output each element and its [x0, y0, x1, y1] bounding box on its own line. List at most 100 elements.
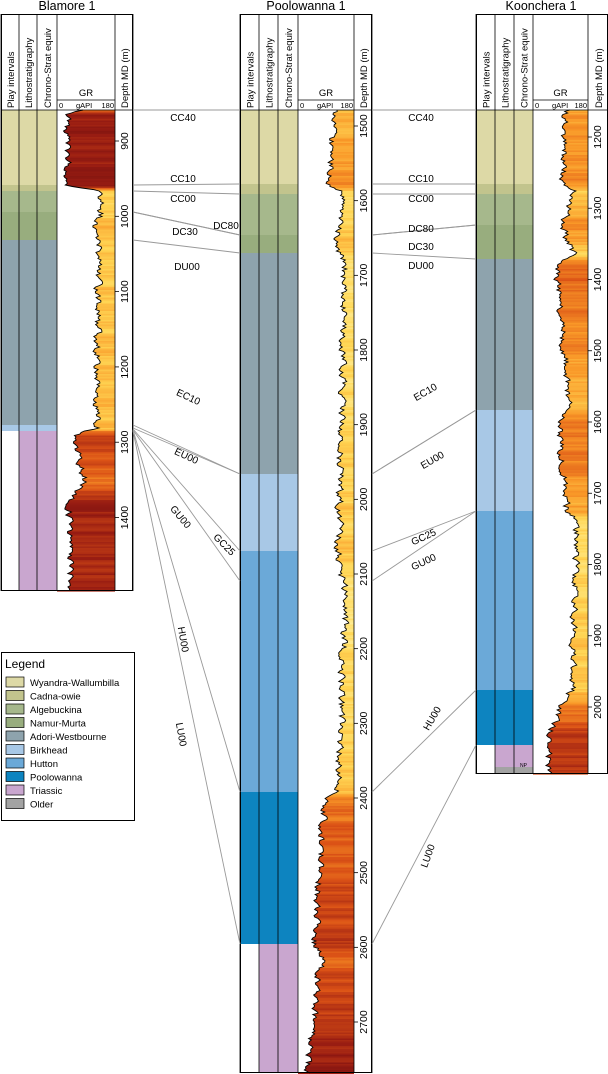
- gr-fill-band: [533, 470, 588, 472]
- gr-fill-band: [298, 860, 354, 862]
- unit-adori-chrono: [37, 240, 57, 425]
- gr-fill-band: [298, 962, 354, 964]
- gr-fill-band: [298, 933, 354, 936]
- gr-fill-band: [57, 489, 115, 492]
- legend-swatch-older: [5, 798, 25, 809]
- gr-fill-band: [57, 183, 115, 186]
- gr-fill-band: [298, 810, 354, 813]
- gr-fill-band: [57, 500, 115, 502]
- header-gr: GR: [79, 88, 93, 99]
- depth-tick-label: 2500: [358, 861, 370, 885]
- gr-fill-band: [57, 527, 115, 529]
- unit-birkhead-play: [476, 410, 495, 511]
- well-frame: [240, 14, 372, 1073]
- gr-fill-band: [57, 434, 115, 436]
- gr-fill-band: [298, 839, 354, 841]
- gr-fill-band: [57, 461, 115, 463]
- gr-fill-band: [298, 1028, 354, 1030]
- gr-fill-band: [57, 173, 115, 175]
- gr-fill-band: [298, 905, 354, 907]
- depth-tick-label: 1100: [119, 280, 131, 303]
- gr-fill-band: [57, 437, 115, 439]
- gr-fill-band: [298, 821, 354, 823]
- gr-fill-band: [57, 473, 115, 475]
- depth-tick-label: 2100: [358, 562, 370, 586]
- surface-line-gc25-left: [132, 429, 241, 582]
- gr-fill-band: [57, 147, 115, 150]
- gr-fill-band: [298, 1067, 354, 1069]
- legend-item-label: Poolowanna: [30, 773, 83, 784]
- gr-fill-band: [57, 582, 115, 585]
- unit-birkhead-litho: [259, 474, 278, 551]
- gr-fill-band: [533, 725, 588, 727]
- gr-fill-band: [57, 497, 115, 499]
- legend-swatch-algebuckina: [5, 703, 25, 715]
- gr-fill-band: [57, 180, 115, 183]
- gr-fill-band: [298, 872, 354, 874]
- depth-tick-label: 1700: [358, 263, 370, 287]
- gr-fill-band: [298, 939, 354, 942]
- gr-fill-band: [298, 966, 354, 969]
- gr-fill-band: [533, 311, 588, 313]
- np-label: NP: [520, 763, 528, 769]
- gr-fill-band: [298, 812, 354, 814]
- gr-fill-band: [533, 731, 588, 733]
- gr-fill-band: [57, 533, 115, 535]
- gr-fill-band: [533, 740, 588, 742]
- depth-tick-label: 2000: [358, 487, 370, 511]
- gr-fill-band: [57, 572, 115, 574]
- gr-fill-band: [57, 138, 115, 141]
- surface-line-gu00-right: [371, 510, 477, 582]
- gr-fill-band: [57, 507, 115, 510]
- header-litho: Lithostratigraphy: [265, 38, 276, 108]
- unit-poolowanna-chrono: [514, 690, 533, 745]
- gr-fill-band: [298, 842, 354, 844]
- legend-title: Legend: [5, 657, 45, 671]
- gr-fill-band: [298, 1019, 354, 1021]
- gr-fill-band: [298, 1070, 354, 1072]
- unit-birkhead-play: [240, 474, 259, 551]
- gr-fill-band: [57, 182, 115, 184]
- gr-fill-band: [298, 918, 354, 921]
- gr-fill-band: [298, 1011, 354, 1014]
- legend-swatch-poolowanna: [5, 771, 25, 782]
- unit-adori-litho: [19, 240, 37, 425]
- gr-fill-band: [57, 441, 115, 444]
- gr-fill-band: [298, 870, 354, 873]
- gr-fill-band: [57, 458, 115, 460]
- unit-triassic-play: [476, 745, 495, 767]
- gr-fill-band: [533, 284, 588, 286]
- gr-fill-band: [298, 984, 354, 987]
- gr-fill-band: [533, 756, 588, 759]
- gr-curve: [544, 109, 581, 774]
- header-litho: Lithostratigraphy: [501, 38, 512, 108]
- gr-fill-band: [57, 519, 115, 522]
- gr-fill-band: [298, 1016, 354, 1018]
- gr-fill-band: [298, 848, 354, 850]
- gr-fill-band: [57, 131, 115, 133]
- gr-fill-band: [57, 168, 115, 171]
- depth-tick-label: 1000: [119, 204, 131, 228]
- unit-wyandra-chrono: [37, 110, 57, 185]
- gr-fill-band: [57, 569, 115, 571]
- gr-fill-band: [57, 545, 115, 547]
- well-title: Blamore 1: [39, 0, 96, 13]
- surface-label-eu00: EU00: [419, 450, 447, 472]
- gr-fill-band: [298, 951, 354, 954]
- gr-fill-band: [533, 716, 588, 718]
- gr-fill-band: [298, 956, 354, 958]
- gr-fill-band: [57, 111, 115, 114]
- gr-fill-band: [298, 827, 354, 829]
- gr-fill-band: [57, 483, 115, 486]
- gr-fill-band: [298, 902, 354, 904]
- gr-fill-band: [533, 450, 588, 453]
- legend-swatch-cadna: [5, 690, 25, 701]
- surface-label-hu00: HU00: [175, 626, 190, 654]
- gr-fill-band: [533, 735, 588, 738]
- gr-fill-band: [298, 983, 354, 985]
- gr-fill-band: [57, 509, 115, 511]
- well-frame: [1, 14, 133, 591]
- gr-fill-band: [298, 960, 354, 963]
- depth-tick-label: 1800: [358, 338, 370, 362]
- unit-cadna-litho: [495, 184, 514, 194]
